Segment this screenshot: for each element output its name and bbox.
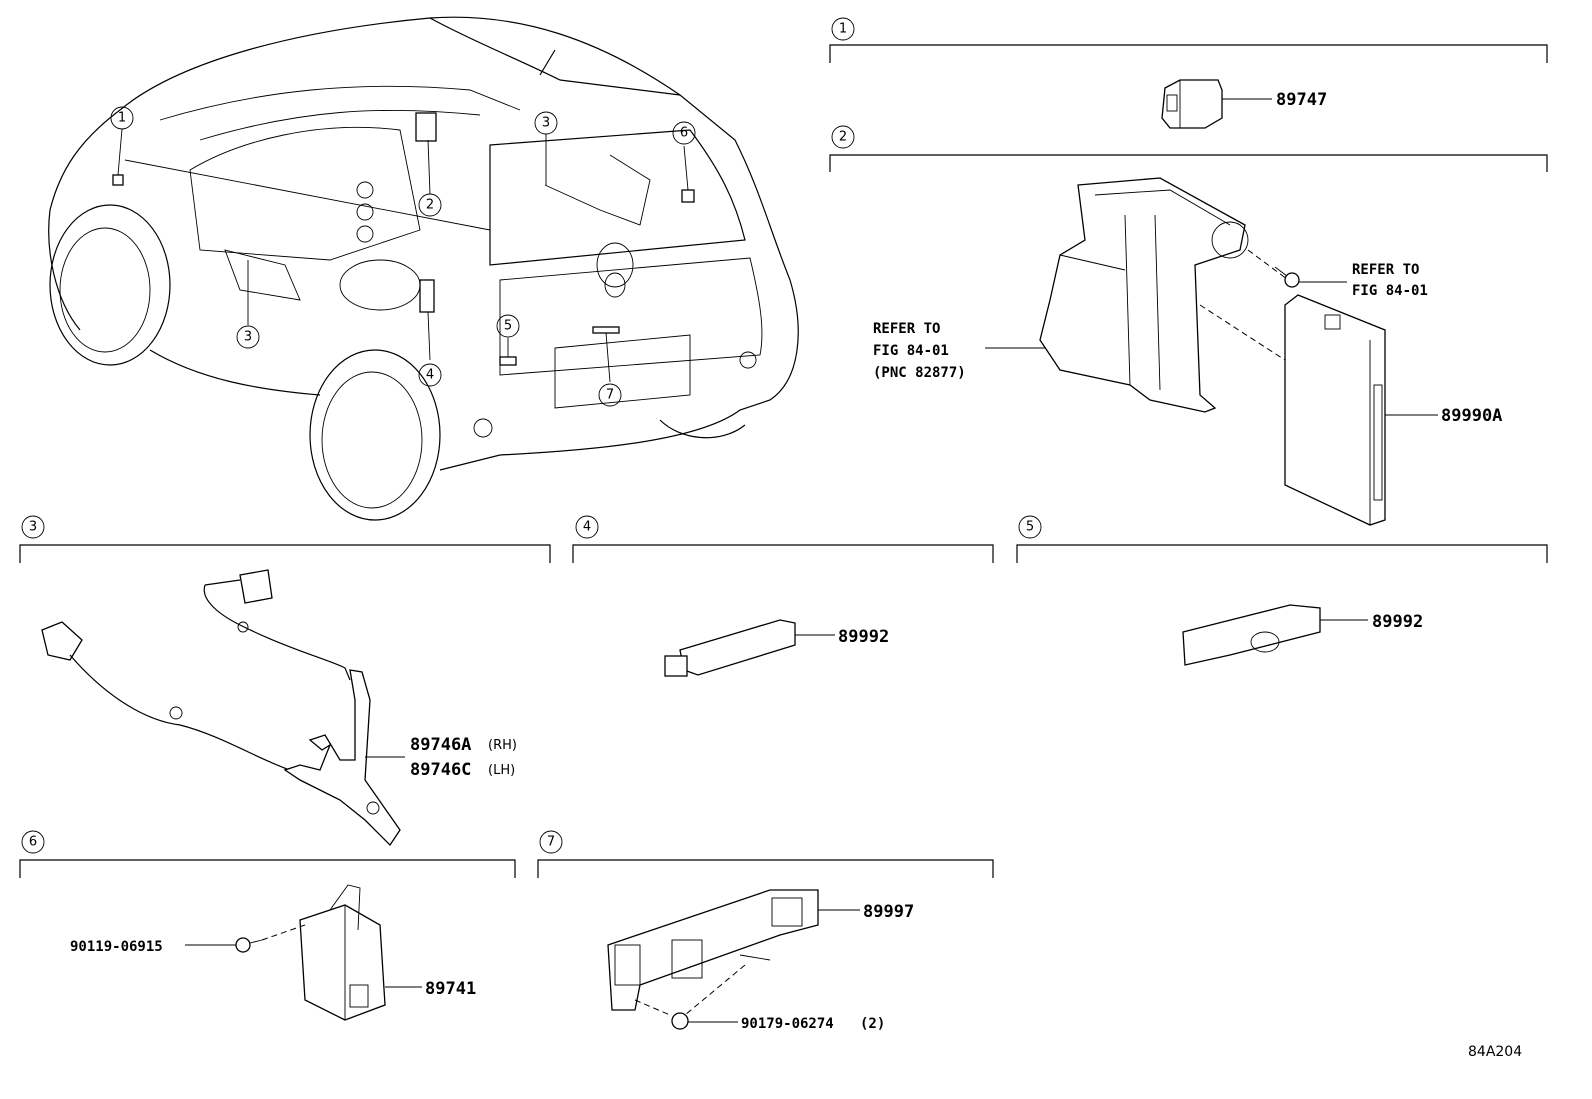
figure-id: 84A204 — [1468, 1044, 1522, 1060]
section-2-number: 2 — [839, 130, 847, 145]
bracket-shape — [1039, 177, 1246, 413]
callout-6-vehicle: 6 — [680, 126, 688, 141]
vehicle-overview: 1 2 3 6 3 4 5 7 — [48, 16, 799, 521]
fig-84-01-label-bolt: FIG 84-01 — [1352, 283, 1428, 299]
callout-2-vehicle: 2 — [426, 198, 434, 213]
section-1-number: 1 — [839, 22, 847, 37]
refer-to-label-bolt: REFER TO — [1352, 262, 1419, 278]
ecu-89990A-shape — [1284, 294, 1386, 526]
part-number-90119-06915: 90119-06915 — [70, 939, 163, 955]
section-5-number: 5 — [1026, 520, 1034, 535]
part-number-89992-section-5: 89992 — [1372, 612, 1423, 632]
section-1: 1 89747 — [829, 17, 1548, 129]
refer-to-label-bracket: REFER TO — [873, 321, 940, 337]
quantity-90179-06274: (2) — [860, 1016, 885, 1032]
section-7: 7 90179-06274 (2) 89997 — [537, 830, 994, 1032]
callout-4-vehicle: 4 — [426, 368, 434, 383]
part-number-90179-06274: 90179-06274 — [741, 1016, 834, 1032]
callout-3-vehicle-front: 3 — [244, 330, 252, 345]
part-number-89747: 89747 — [1276, 90, 1327, 110]
section-4: 4 89992 — [572, 515, 994, 677]
harness-bracket — [283, 669, 401, 847]
section-2: 2 REFER TO FIG 84-01 REFER TO FIG 84-01 … — [829, 125, 1548, 526]
section-4-number: 4 — [583, 520, 591, 535]
section-3-number: 3 — [29, 520, 37, 535]
callout-1-vehicle: 1 — [118, 111, 126, 126]
part-number-89997: 89997 — [863, 902, 914, 922]
antenna-89992-shape-4 — [679, 619, 796, 676]
suffix-lh: (LH) — [488, 763, 515, 778]
pnc-82877-label: (PNC 82877) — [873, 365, 966, 381]
harness-connector-left — [41, 621, 83, 661]
suffix-rh: (RH) — [488, 738, 517, 753]
part-number-89746C: 89746C — [410, 760, 471, 780]
section-6-number: 6 — [29, 835, 37, 850]
harness-connector-top — [239, 569, 273, 604]
part-89747-shape — [1161, 79, 1223, 129]
part-number-89990A: 89990A — [1441, 406, 1502, 426]
part-number-89992-section-4: 89992 — [838, 627, 889, 647]
section-6: 6 90119-06915 89741 — [19, 830, 516, 1021]
section-7-number: 7 — [547, 835, 555, 850]
callout-5-vehicle: 5 — [504, 319, 512, 334]
callout-7-vehicle: 7 — [606, 388, 614, 403]
section-5: 5 89992 — [1016, 515, 1548, 666]
section-3: 3 89746A (RH) 89746C (LH) — [19, 515, 551, 847]
module-89741-shape — [299, 904, 386, 1021]
callout-3-vehicle-rear: 3 — [542, 116, 550, 131]
fig-84-01-label-bracket: FIG 84-01 — [873, 343, 949, 359]
module-89997-shape — [607, 889, 819, 1011]
part-number-89746A: 89746A — [410, 735, 471, 755]
part-number-89741: 89741 — [425, 979, 476, 999]
antenna-89992-shape-5 — [1182, 604, 1321, 666]
